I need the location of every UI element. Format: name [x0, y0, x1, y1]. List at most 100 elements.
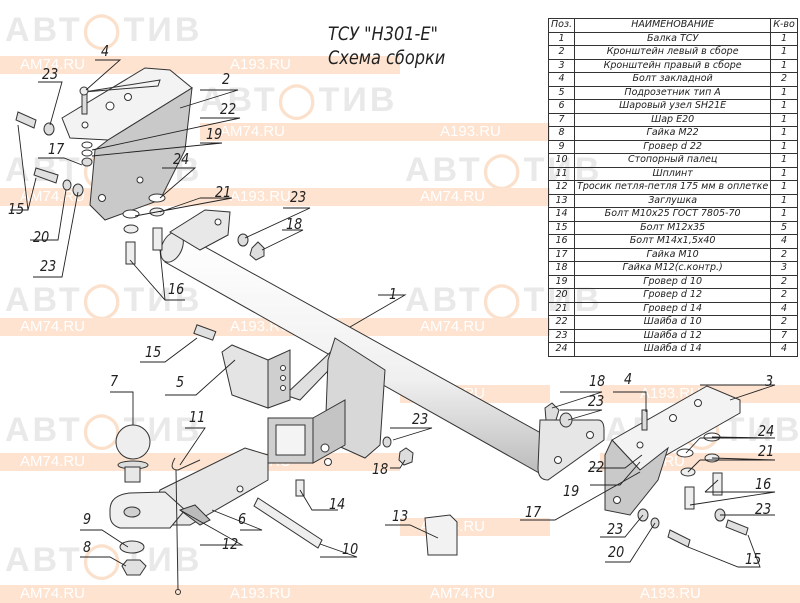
callout-4: 4 — [101, 42, 110, 60]
watermark-band: AM74.RU — [400, 318, 550, 336]
washer-9 — [119, 540, 145, 554]
row-position: 19 — [547, 274, 576, 289]
row-quantity: 1 — [770, 153, 798, 168]
callout-14: 14 — [329, 495, 346, 513]
cable-loop — [175, 589, 181, 595]
callout-22: 22 — [220, 100, 237, 118]
row-name: Гровер d 14 — [574, 301, 772, 316]
row-position: 24 — [547, 342, 576, 357]
row-position: 1 — [547, 31, 576, 46]
row-name: Болт закладной — [574, 72, 772, 87]
nut-8 — [121, 559, 147, 576]
row-name: Шайба d 12 — [574, 328, 772, 343]
row-quantity: 3 — [770, 261, 798, 276]
watermark-band: AM74.RU — [0, 585, 200, 603]
callout-15: 15 — [745, 550, 762, 568]
callout-11: 11 — [189, 408, 206, 426]
socket-plate — [221, 344, 291, 409]
callout-18: 18 — [286, 215, 303, 233]
callout-9: 9 — [83, 510, 92, 528]
callout-23: 23 — [607, 520, 624, 538]
callout-10: 10 — [342, 540, 359, 558]
row-quantity: 2 — [770, 72, 798, 87]
callout-20: 20 — [608, 543, 625, 561]
callout-22: 22 — [588, 458, 605, 476]
row-name: Гайка М12(с.контр.) — [574, 261, 772, 276]
row-position: 3 — [547, 58, 576, 73]
row-quantity: 1 — [770, 31, 798, 46]
row-position: 16 — [547, 234, 576, 249]
callout-16: 16 — [168, 280, 185, 298]
watermark-band: AM74.RU — [400, 188, 550, 206]
right-hardware — [382, 402, 749, 548]
callout-17: 17 — [525, 503, 542, 521]
row-position: 10 — [547, 153, 576, 168]
title-line-1: ТСУ "Н301-Е" — [328, 23, 438, 45]
callout-16: 16 — [755, 475, 772, 493]
watermark-band: A193.RU — [400, 123, 550, 141]
parts-table-header: Поз. НАИМЕНОВАНИЕ К-во — [547, 18, 798, 33]
row-name: Гровер d 10 — [574, 274, 772, 289]
callout-2: 2 — [222, 70, 231, 88]
row-quantity: 1 — [770, 112, 798, 127]
row-position: 23 — [547, 328, 576, 343]
callout-19: 19 — [563, 482, 580, 500]
row-name: Гайка М10 — [574, 247, 772, 262]
row-name: Подрозетник тип А — [574, 85, 772, 100]
end-plug — [424, 514, 458, 556]
row-position: 18 — [547, 261, 576, 276]
right-bracket — [604, 385, 741, 516]
leader-lines — [10, 59, 776, 568]
row-name: Шайба d 10 — [574, 315, 772, 330]
callout-24: 24 — [173, 150, 190, 168]
row-position: 7 — [547, 112, 576, 127]
row-name: Шаровый узел SH21E — [574, 99, 772, 114]
left-bracket — [61, 67, 193, 221]
drawing-title: ТСУ "Н301-Е" Схема сборки — [328, 22, 445, 70]
callout-23: 23 — [588, 392, 605, 410]
cable — [175, 469, 179, 591]
row-quantity: 2 — [770, 274, 798, 289]
title-line-2: Схема сборки — [328, 47, 446, 69]
header-name: НАИМЕНОВАНИЕ — [574, 18, 772, 33]
row-position: 22 — [547, 315, 576, 330]
callout-4: 4 — [624, 370, 633, 388]
callout-15: 15 — [8, 200, 25, 218]
callout-20: 20 — [33, 228, 50, 246]
watermark-band: A193.RU — [200, 585, 400, 603]
watermark-band: A193.RU — [200, 188, 400, 206]
row-quantity: 4 — [770, 301, 798, 316]
callout-18: 18 — [589, 372, 606, 390]
row-position: 17 — [547, 247, 576, 262]
row-position: 8 — [547, 126, 576, 141]
callout-5: 5 — [176, 373, 185, 391]
watermark-band: AM74.RU — [200, 123, 400, 141]
watermark-logo: АВТ◯ТИВ — [5, 411, 203, 449]
row-position: 9 — [547, 139, 576, 154]
watermark-logo: АВТ◯ТИВ — [200, 81, 398, 119]
watermark-band: A193.RU — [600, 585, 800, 603]
row-quantity: 1 — [770, 126, 798, 141]
row-position: 12 — [547, 180, 576, 195]
callout-3: 3 — [765, 372, 774, 390]
callout-12: 12 — [222, 535, 239, 553]
row-name: Болт М10х25 ГОСТ 7805-70 — [574, 207, 772, 222]
callout-7: 7 — [110, 372, 119, 390]
row-position: 15 — [547, 220, 576, 235]
row-quantity: 1 — [770, 58, 798, 73]
callout-1: 1 — [389, 285, 398, 303]
